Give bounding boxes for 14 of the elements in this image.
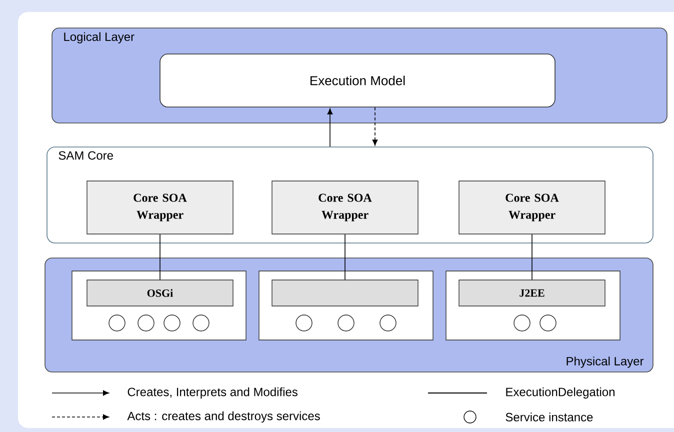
legend-text: Acts : creates and destroys services — [127, 411, 320, 423]
arrow — [372, 107, 378, 146]
model-box: Execution Model — [160, 54, 556, 108]
legend-text: Creates, Interprets and Modifies — [128, 387, 298, 399]
wrapper-box: Core SOA Wrapper — [458, 180, 606, 234]
wrapper-box: Core SOA Wrapper — [272, 180, 418, 234]
platform-bar — [272, 280, 418, 306]
legend-text: Service instance — [506, 412, 593, 422]
legend-text: ExecutionDelegation — [506, 387, 614, 399]
connector-line — [344, 234, 346, 280]
arrow — [327, 108, 333, 147]
wrapper-box: Core SOA Wrapper — [86, 180, 234, 234]
platform-bar: J2EE — [458, 280, 606, 306]
platform-bar: OSGi — [86, 280, 234, 306]
